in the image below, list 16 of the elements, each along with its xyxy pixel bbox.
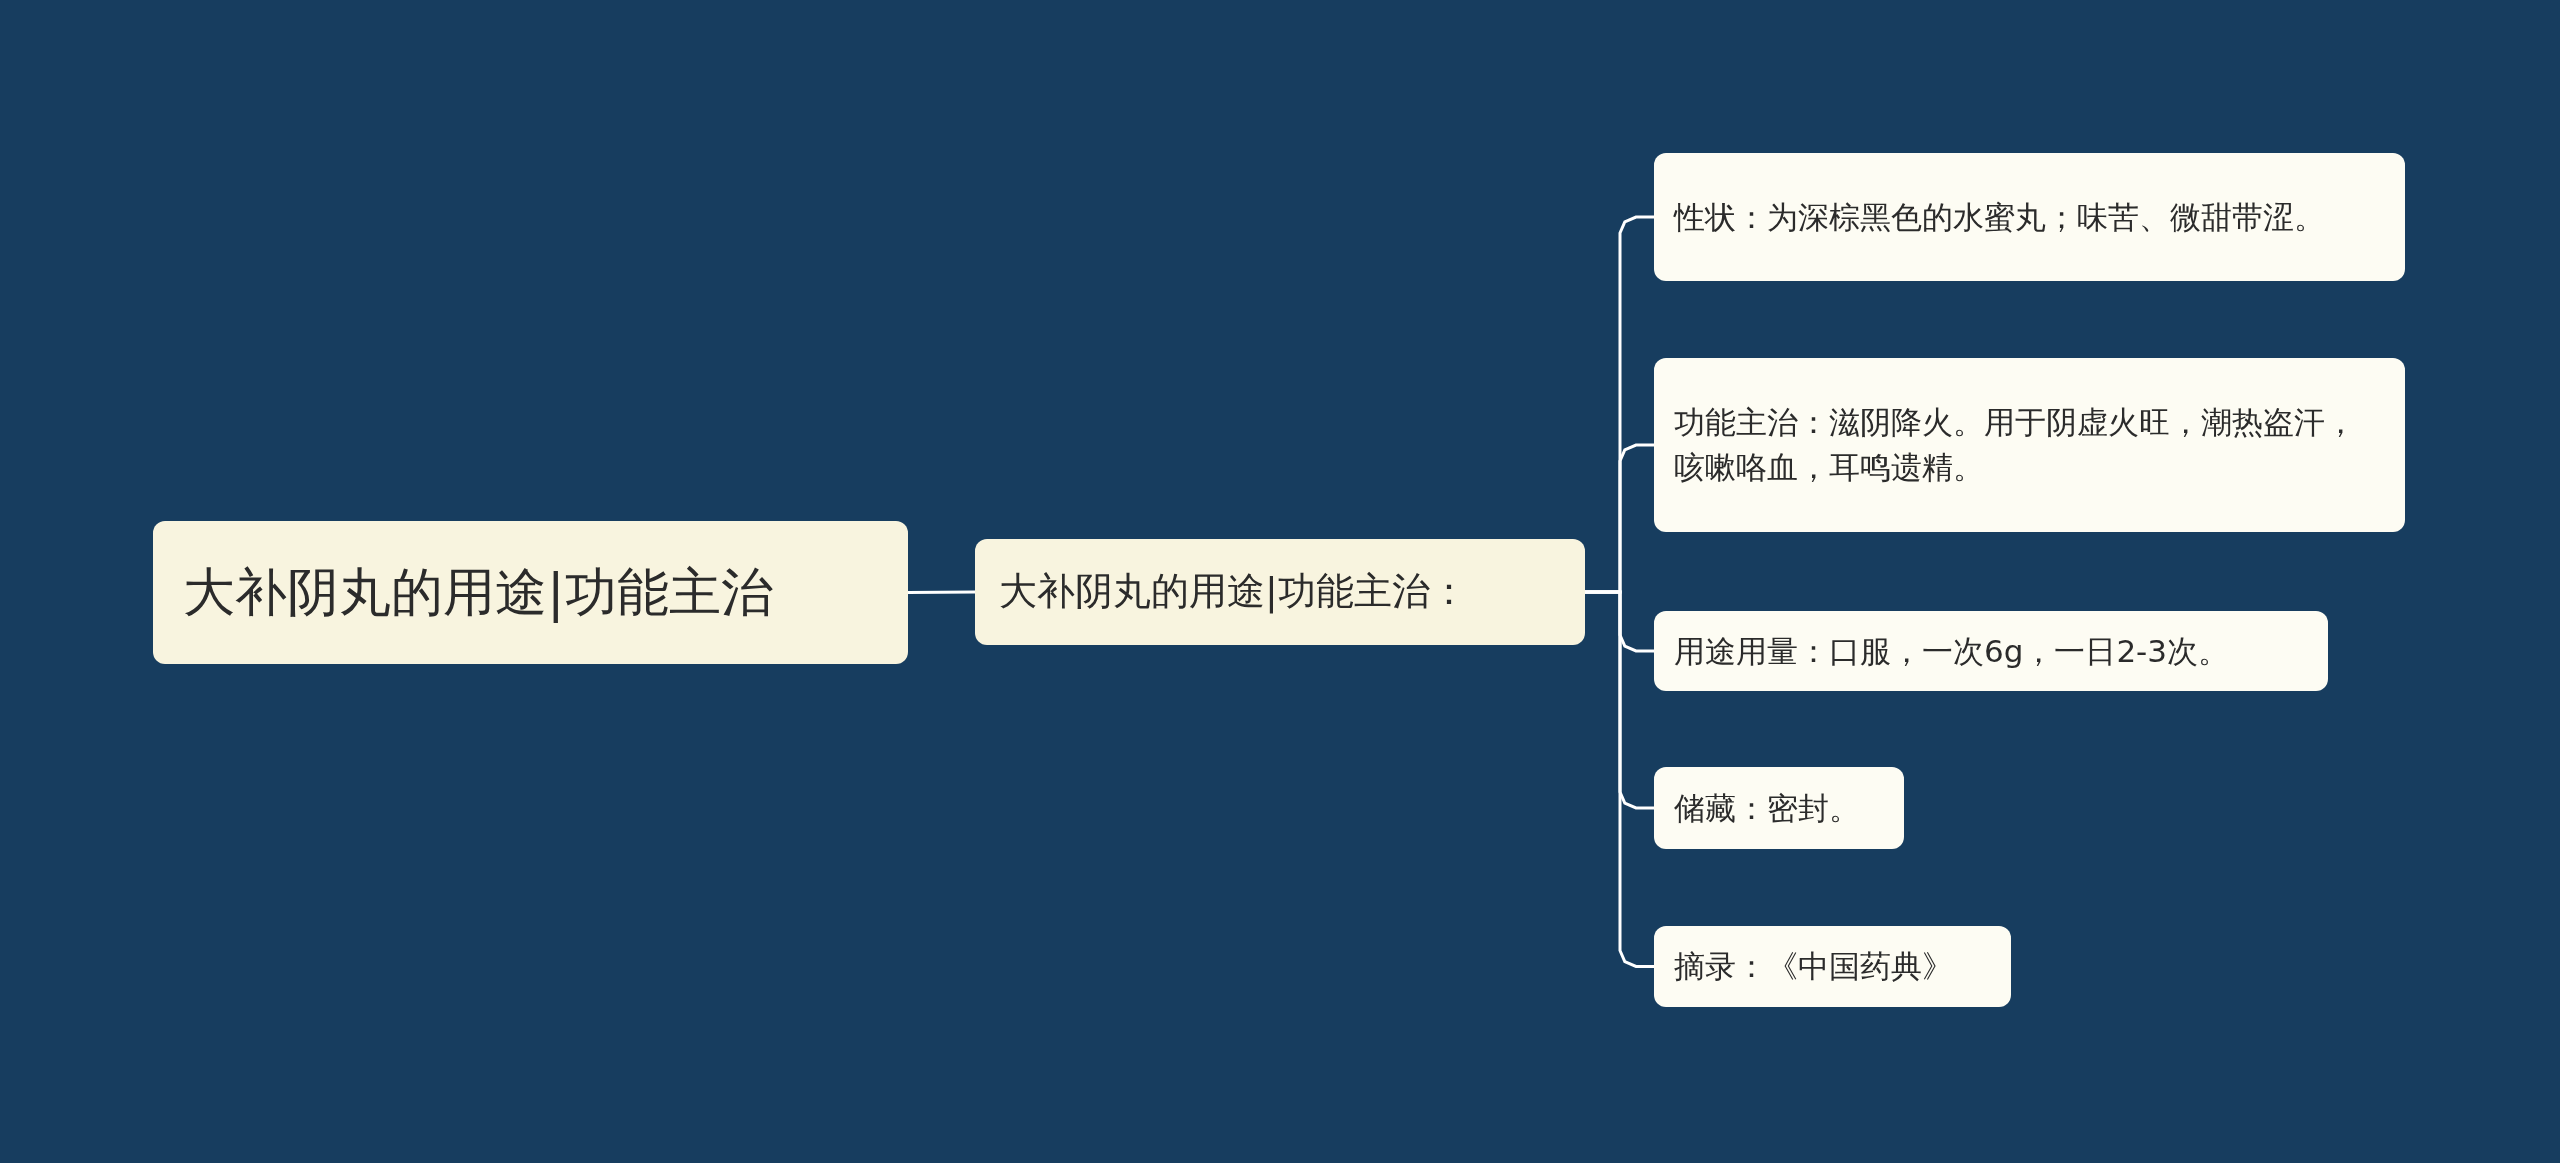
leaf-topic-box (1654, 926, 2011, 1007)
connector-line (1585, 590, 1654, 968)
topic-text: 大补阴丸的用途|功能主治 (183, 560, 773, 625)
leaf-topic-box (1654, 358, 2405, 532)
root-topic-box (153, 521, 908, 664)
topic-text: 大补阴丸的用途|功能主治： (999, 568, 1468, 616)
leaf-topic-box (1654, 767, 1904, 849)
topic-text: 功能主治：滋阴降火。用于阴虚火旺，潮热盗汗，咳嗽咯血，耳鸣遗精。 (1674, 403, 2357, 487)
branch-topic-box (975, 539, 1585, 645)
topic-text: 用途用量：口服，一次6g，一日2-3次。 (1674, 631, 2230, 671)
connector-line (908, 590, 975, 594)
leaf-topic-box (1654, 611, 2328, 691)
topic-text: 性状：为深棕黑色的水蜜丸；味苦、微甜带涩。 (1674, 197, 2325, 237)
topic-text: 储藏：密封。 (1674, 788, 1860, 828)
leaf-topic-box (1654, 153, 2405, 281)
topic-text: 摘录：《中国药典》 (1674, 947, 1953, 987)
